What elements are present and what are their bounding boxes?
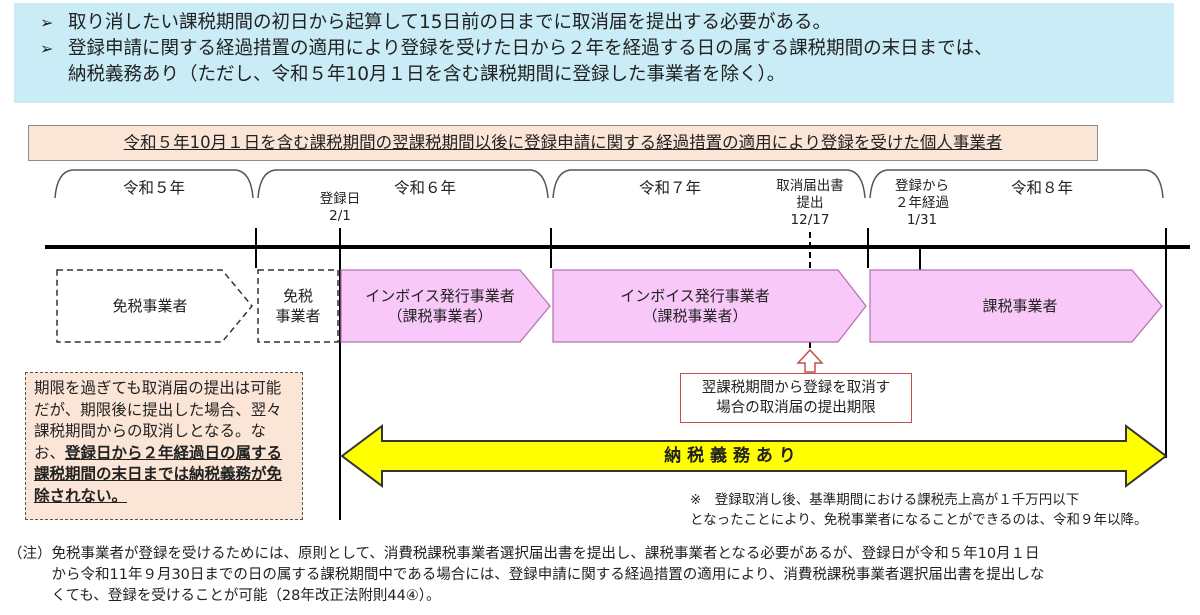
- invoice-arrow-2-label: インボイス発行事業者 （課税事業者）: [600, 286, 790, 326]
- footnote-line-1: （注）免税事業者が登録を受けるためには、原則として、消費税課税事業者選択届出書を…: [8, 546, 1040, 562]
- invoice-arrow-1-line-1: インボイス発行事業者: [365, 287, 515, 305]
- year-bracket-r5: [54, 169, 254, 199]
- bullet-2-line-1: 登録申請に関する経過措置の適用により登録を受けた日から２年を経過する日の属する課…: [68, 38, 993, 59]
- year-label-r8: 令和８年: [1010, 179, 1073, 197]
- year-bracket-r8: [869, 169, 1164, 199]
- registration-date: 2/1: [329, 208, 351, 224]
- exempt-box-1: [56, 269, 253, 343]
- arrow-bullet-icon: ➢: [40, 13, 54, 32]
- bullet-2: ➢ 登録申請に関する経過措置の適用により登録を受けた日から２年を経過する日の属す…: [40, 36, 1160, 62]
- year-bracket-r7: [552, 169, 866, 199]
- bullet-2-line-2: 納税義務あり（ただし、令和５年10月１日を含む課税期間に登録した事業者を除く）。: [68, 64, 786, 85]
- bullet-1-line-1: 取り消したい課税期間の初日から起算して15日前の日までに取消届を提出する必要があ…: [68, 12, 831, 33]
- invoice-arrow-2-line-1: インボイス発行事業者: [620, 287, 770, 305]
- invoice-arrow-1: [340, 269, 551, 343]
- cancel-filing-date: 12/17: [790, 212, 830, 228]
- deadline-callout-line-1: 翌課税期間から登録を取消す: [701, 380, 891, 396]
- exempt-box-2-label: 免税 事業者: [258, 286, 338, 326]
- bullet-2-cont: 納税義務あり（ただし、令和５年10月１日を含む課税期間に登録した事業者を除く）。: [42, 62, 1160, 88]
- deadline-callout: 翌課税期間から登録を取消す 場合の取消届の提出期限: [680, 373, 912, 423]
- registration-annotation-label: 登録日: [319, 191, 361, 207]
- two-year-label: 登録から: [895, 178, 949, 194]
- late-filing-note: 期限を過ぎても取消届の提出は可能だが、期限後に提出した場合、翌々課税期間からの取…: [25, 372, 303, 520]
- cancel-filing-label-2: 提出: [796, 195, 824, 211]
- taxable-arrow: [869, 269, 1163, 343]
- asterisk-note-line-1: ※ 登録取消し後、基準期間における課税売上高が１千万円以下: [690, 492, 1080, 508]
- scenario-title: 令和５年10月１日を含む課税期間の翌課税期間以後に登録申請に関する経過措置の適用…: [123, 133, 1003, 152]
- year-label-r7: 令和７年: [638, 179, 701, 197]
- asterisk-note: ※ 登録取消し後、基準期間における課税売上高が１千万円以下 となったことにより、…: [690, 490, 1148, 530]
- invoice-arrow-1-line-2: （課税事業者）: [387, 307, 493, 325]
- two-year-label-2: ２年経過: [895, 195, 949, 211]
- year-label-r6: 令和６年: [393, 179, 456, 197]
- cancel-filing-label: 取消届出書: [776, 178, 844, 194]
- footnote: （注）免税事業者が登録を受けるためには、原則として、消費税課税事業者選択届出書を…: [8, 544, 1193, 607]
- callout-up-arrow: [796, 348, 824, 373]
- registration-annotation: 登録日 2/1: [305, 191, 375, 225]
- exempt-box-2: [257, 269, 339, 343]
- late-filing-note-text: 期限を過ぎても取消届の提出は可能だが、期限後に提出した場合、翌々課税期間からの取…: [34, 379, 282, 462]
- year-bracket-r6: [257, 169, 549, 199]
- summary-box: ➢ 取り消したい課税期間の初日から起算して15日前の日までに取消届を提出する必要…: [14, 3, 1174, 103]
- asterisk-note-line-2: となったことにより、免税事業者になることができるのは、令和９年以降。: [690, 512, 1148, 528]
- exempt-box-2-line-2: 事業者: [275, 307, 321, 325]
- invoice-arrow-1-label: インボイス発行事業者 （課税事業者）: [345, 286, 535, 326]
- two-year-annotation: 登録から ２年経過 1/31: [882, 178, 962, 229]
- arrow-bullet-icon: ➢: [40, 39, 54, 58]
- exempt-box-2-line-1: 免税: [282, 287, 313, 305]
- year-label-r5: 令和５年: [122, 179, 185, 197]
- invoice-arrow-2-line-2: （課税事業者）: [642, 307, 748, 325]
- exempt-box-1-label: 免税事業者: [112, 297, 188, 315]
- cancel-filing-annotation: 取消届出書 提出 12/17: [758, 178, 862, 229]
- scenario-banner: 令和５年10月１日を含む課税期間の翌課税期間以後に登録申請に関する経過措置の適用…: [28, 125, 1098, 161]
- taxable-arrow-label: 課税事業者: [982, 297, 1058, 315]
- late-filing-note-emphasis: 登録日から２年経過日の属する課税期間の末日までは納税義務が免除されない。: [34, 443, 283, 505]
- tax-obligation-label: 納 税 義 務 あ り: [664, 446, 796, 466]
- deadline-callout-line-2: 場合の取消届の提出期限: [716, 400, 876, 416]
- tax-obligation-arrow: [340, 424, 1168, 488]
- invoice-arrow-2: [552, 269, 867, 343]
- bullet-1: ➢ 取り消したい課税期間の初日から起算して15日前の日までに取消届を提出する必要…: [40, 10, 1160, 36]
- footnote-line-3: くても、登録を受けることが可能（28年改正法附則44④）。: [8, 588, 441, 604]
- two-year-date: 1/31: [906, 212, 938, 228]
- footnote-line-2: から令和11年９月30日までの日の属する課税期間中である場合には、登録申請に関す…: [8, 567, 1045, 583]
